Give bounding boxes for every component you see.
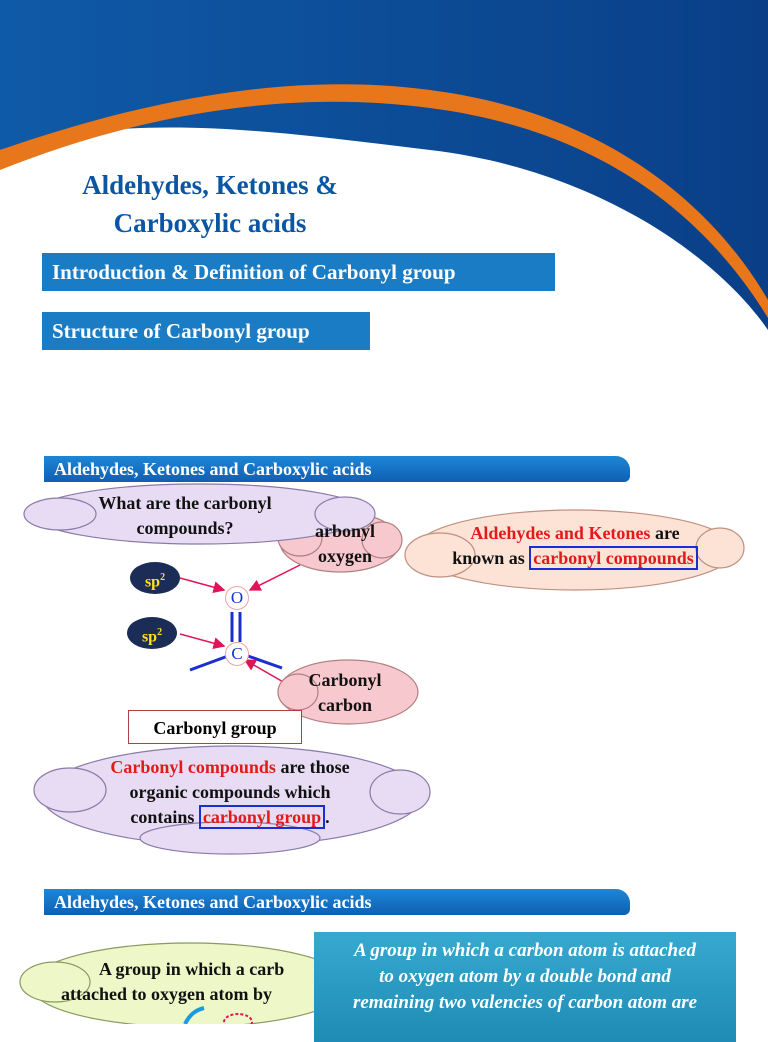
carbonyl-compounds-highlight: carbonyl compounds: [529, 546, 698, 570]
cloud-carbonyl-carbon: [277, 659, 419, 725]
cloud-question: [23, 483, 376, 545]
topic-structure[interactable]: Structure of Carbonyl group: [42, 312, 370, 350]
section-title-bar-2: Aldehydes, Ketones and Carboxylic acids: [44, 889, 630, 915]
sp2-badge-oxygen: sp2: [130, 562, 180, 594]
cloud-aldehydes-ketones: [404, 509, 745, 591]
group-definition-box: A group in which a carbon atom is attach…: [314, 932, 736, 1042]
group-definition-cloud-text: A group in which a carb attached to oxyg…: [61, 959, 285, 1004]
page-title: Aldehydes, Ketones & Carboxylic acids: [82, 170, 338, 238]
header-swoosh: [0, 0, 768, 330]
carbonyl-group-label: Carbonyl group: [128, 710, 302, 744]
aldehydes-ketones-text: Aldehydes and Ketones are known as carbo…: [420, 521, 730, 571]
definition-text: Carbonyl compounds are those organic com…: [110, 757, 350, 829]
sp2-badge-carbon: sp2: [127, 617, 177, 649]
question-text: What are the carbonyl compounds?: [98, 493, 272, 538]
carbonyl-carbon-label: Carbonyl carbon: [308, 670, 382, 715]
carbonyl-oxygen-label: arbonyl oxygen: [314, 521, 375, 566]
carbonyl-group-highlight: carbonyl group: [198, 805, 326, 829]
carbonyl-diagram: [23, 483, 745, 855]
topic-introduction[interactable]: Introduction & Definition of Carbonyl gr…: [42, 253, 555, 291]
cloud-group-definition: [19, 942, 340, 1024]
oxygen-atom: O: [225, 586, 249, 610]
cloud-definition: [33, 745, 431, 855]
section-title-bar: Aldehydes, Ketones and Carboxylic acids: [44, 456, 630, 482]
carbon-atom: C: [225, 642, 249, 666]
